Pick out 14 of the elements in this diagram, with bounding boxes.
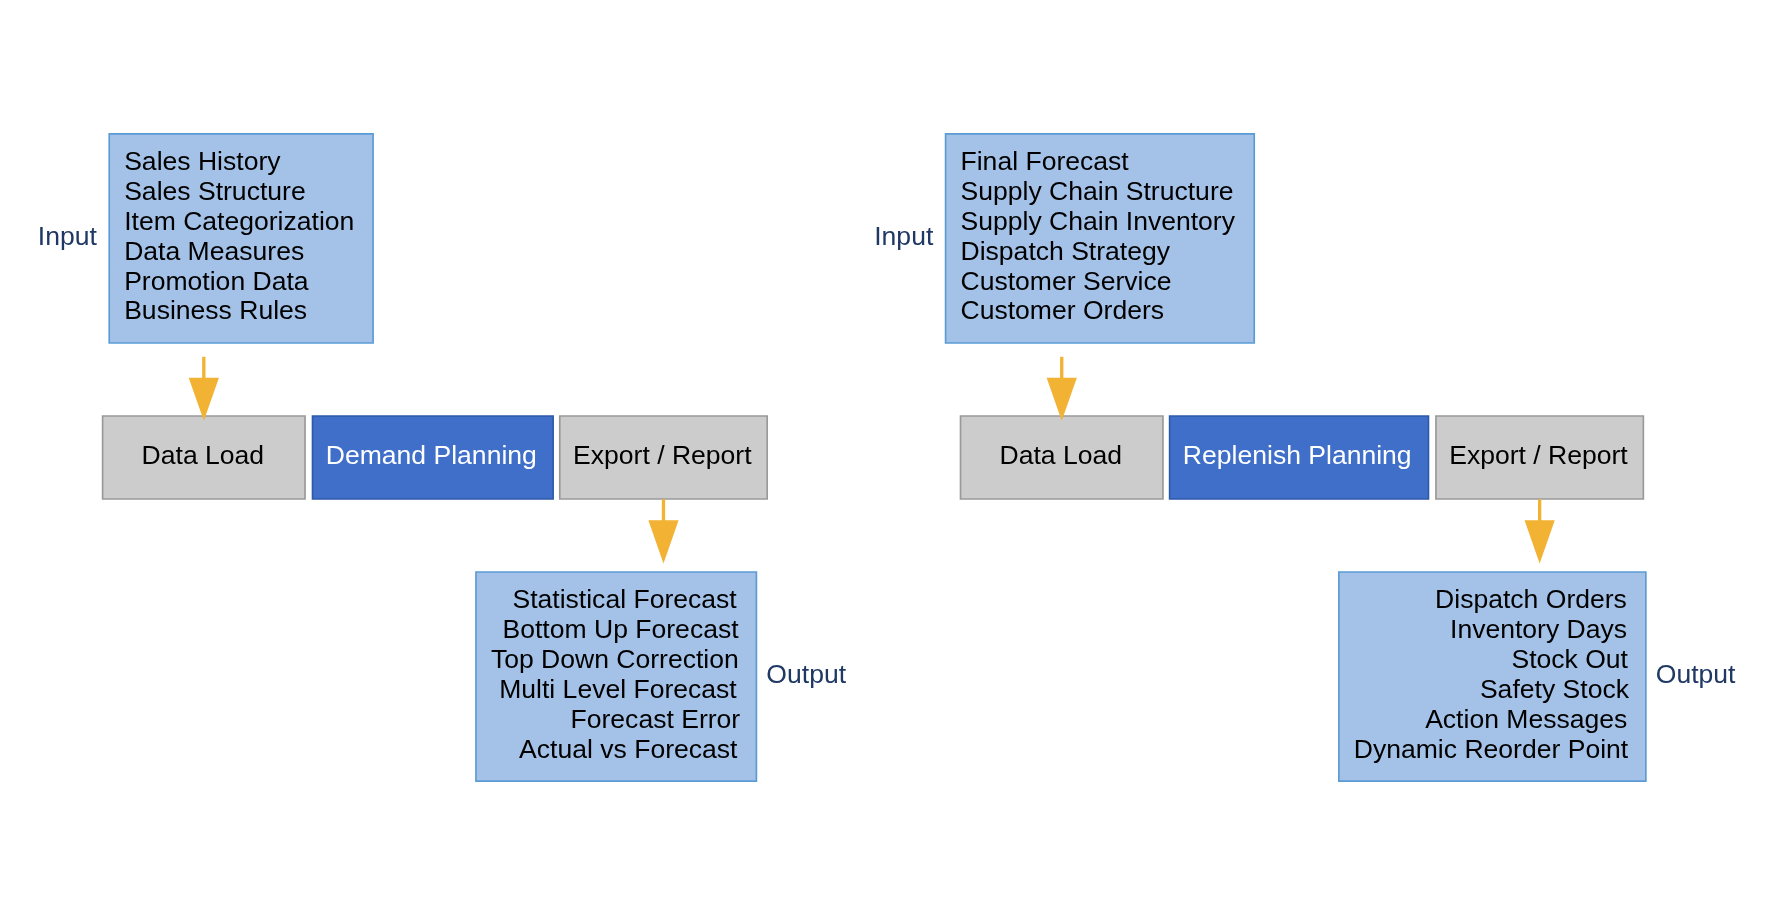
arrow (188, 356, 219, 421)
node-label: Input (37, 220, 97, 251)
arrow (1524, 499, 1555, 564)
arrow (1046, 356, 1077, 421)
node-box: Data Load (959, 415, 1164, 500)
node-box: Export / Report (558, 415, 769, 500)
node-label: Input (874, 220, 934, 251)
arrow (648, 499, 679, 564)
node-box: Export / Report (1435, 415, 1645, 500)
node-label: Output (1655, 658, 1736, 689)
node-box: Data Load (101, 415, 306, 500)
node-box: Demand Planning (311, 415, 554, 500)
node-box: Replenish Planning (1168, 415, 1430, 500)
node-label: Output (766, 658, 847, 689)
